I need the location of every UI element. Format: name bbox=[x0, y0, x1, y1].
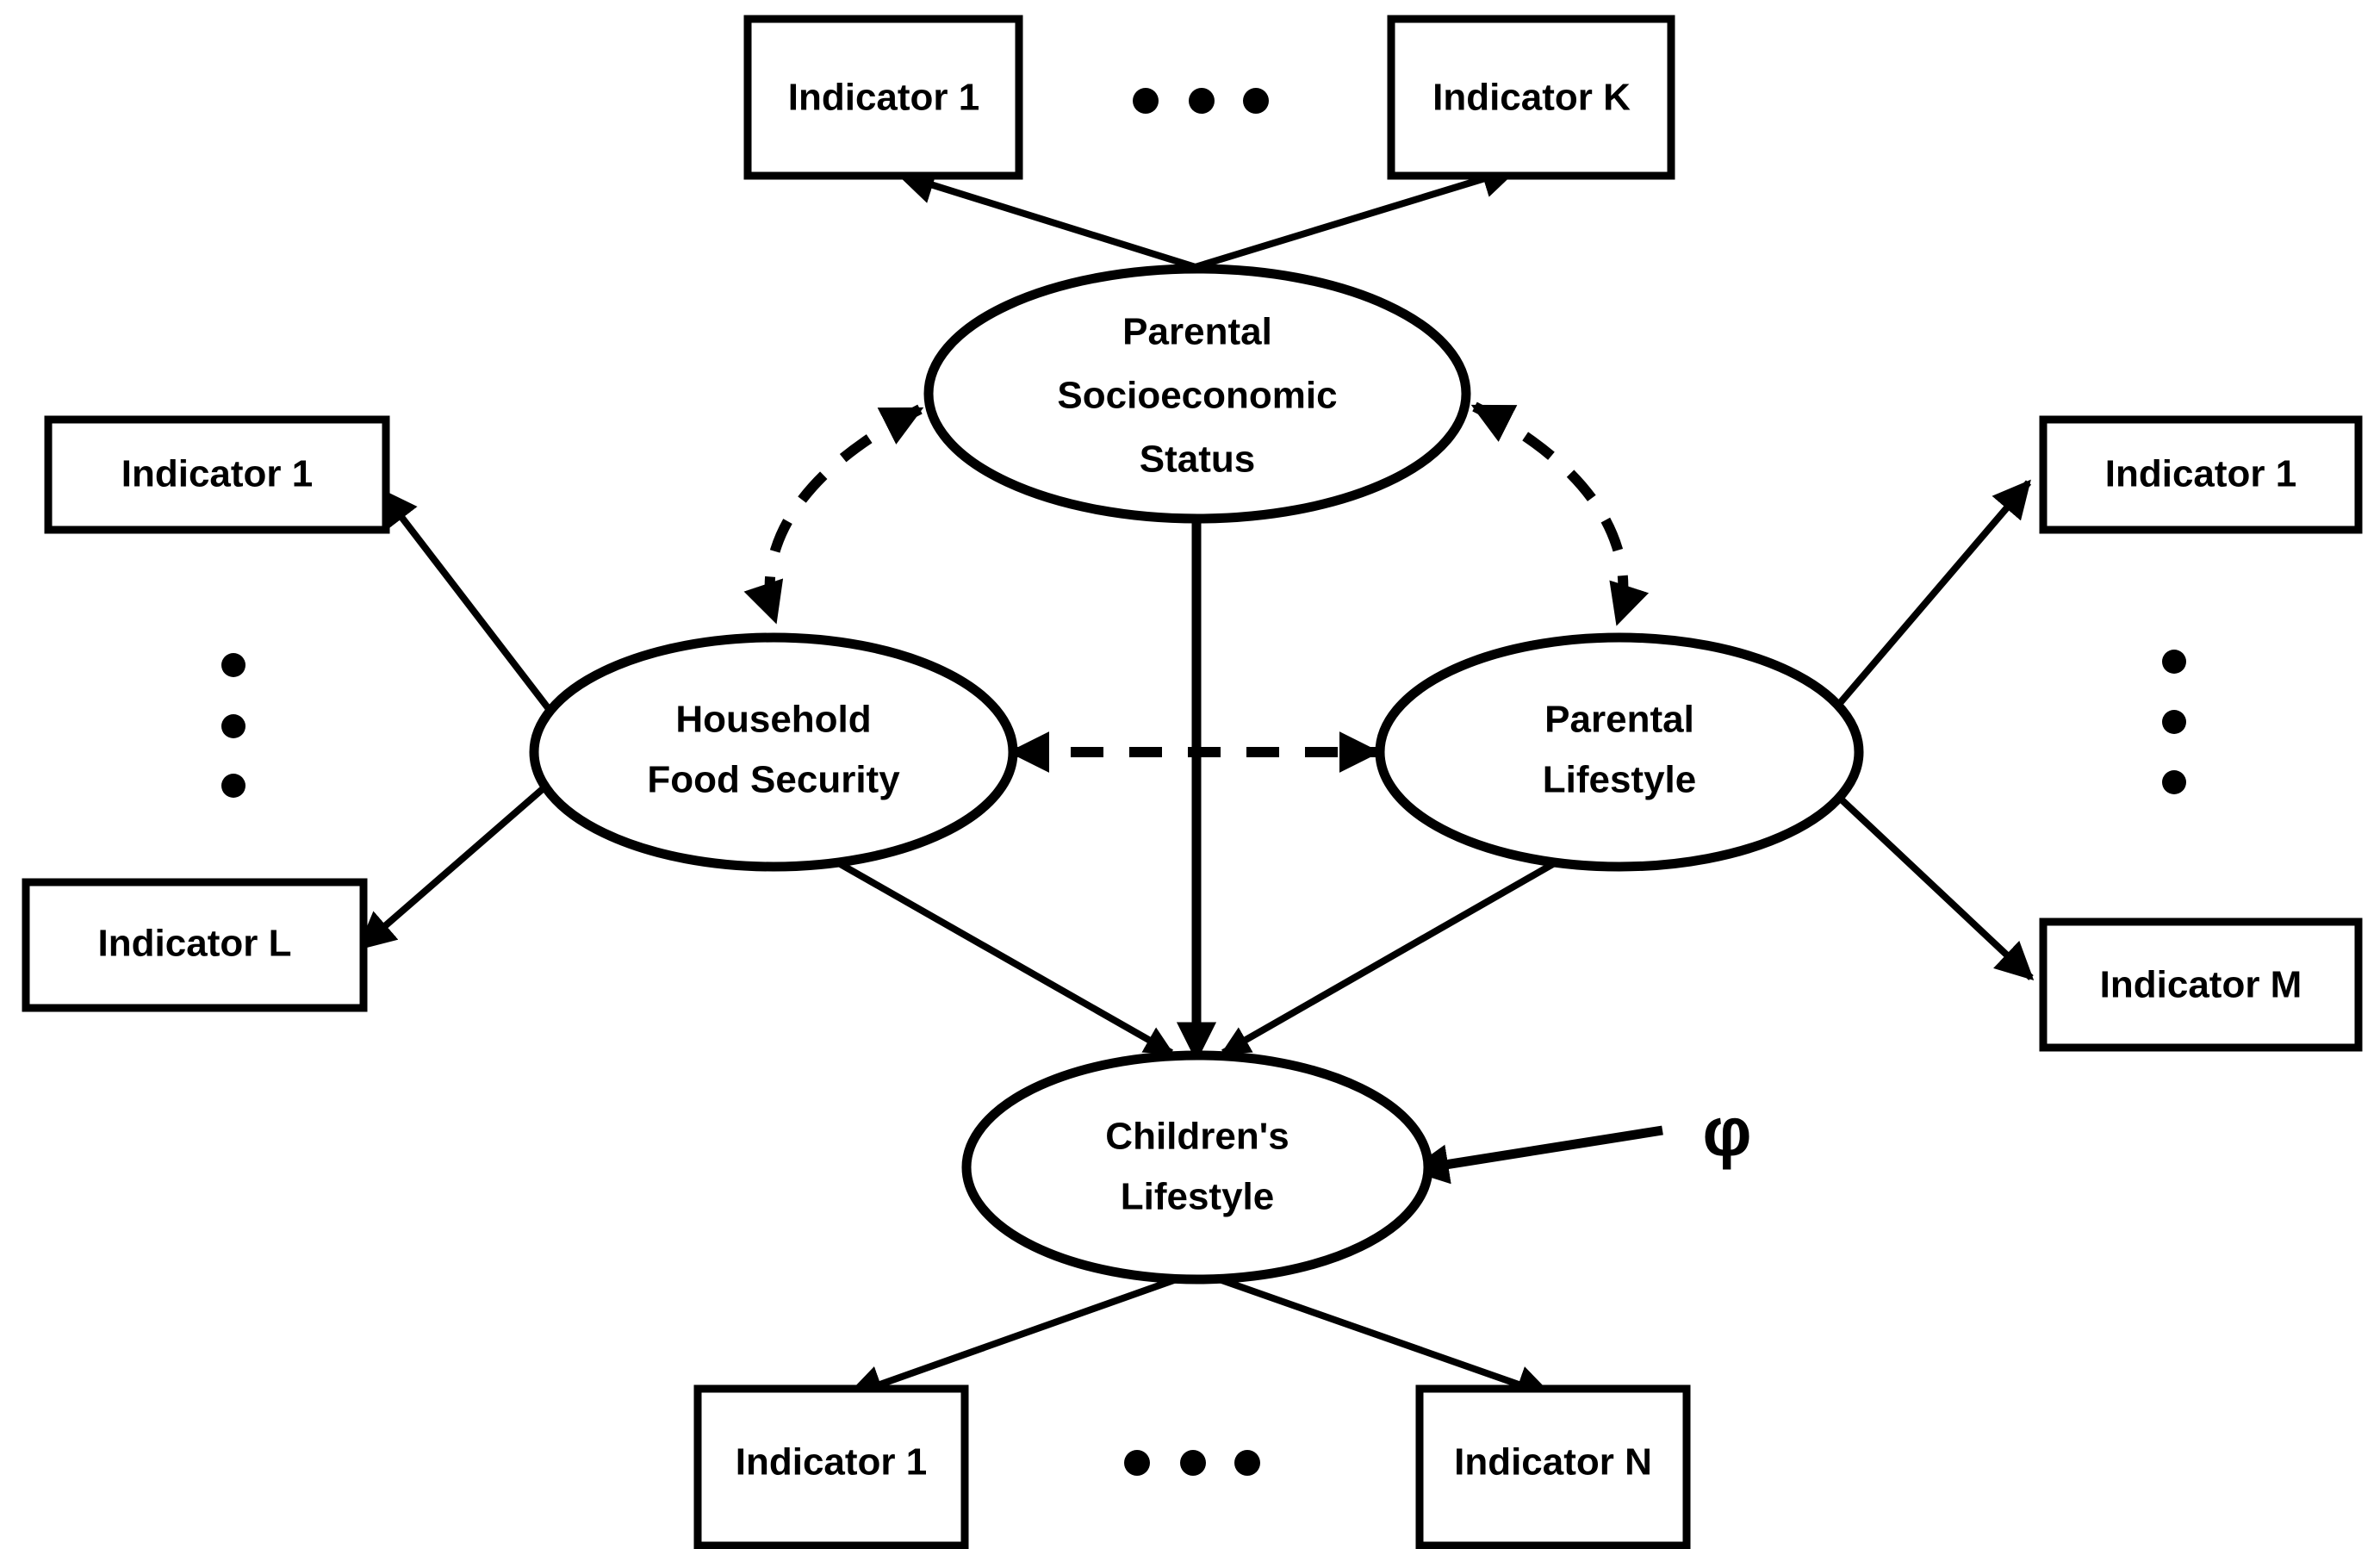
indicator-box-right-last[interactable]: Indicator M bbox=[2039, 918, 2363, 1052]
latent-childrens-lifestyle-line1: Children's bbox=[1105, 1116, 1289, 1158]
ellipsis-bottom bbox=[1124, 1450, 1260, 1476]
phi-disturbance-symbol: φ bbox=[1702, 1093, 1751, 1170]
latent-parental-lifestyle-line2: Lifestyle bbox=[1543, 759, 1697, 801]
latent-parental-ses-line2: Socioeconomic bbox=[1057, 375, 1337, 417]
ellipsis-left bbox=[221, 653, 245, 798]
indicator-box-bottom-first-label: Indicator 1 bbox=[736, 1441, 928, 1484]
indicator-box-top-first[interactable]: Indicator 1 bbox=[743, 15, 1023, 180]
ellipsis-top bbox=[1133, 88, 1269, 114]
latent-parental-lifestyle-line1: Parental bbox=[1544, 699, 1694, 741]
indicator-box-bottom-first[interactable]: Indicator 1 bbox=[693, 1384, 969, 1549]
indicator-box-right-first[interactable]: Indicator 1 bbox=[2039, 415, 2363, 534]
latent-household-food-security-line2: Food Security bbox=[647, 759, 900, 801]
indicator-box-top-last-label: Indicator K bbox=[1432, 77, 1631, 119]
latent-node-parental-lifestyle[interactable]: Parental Lifestyle bbox=[1375, 632, 1864, 872]
ellipsis-right bbox=[2162, 650, 2186, 794]
indicator-box-bottom-last[interactable]: Indicator N bbox=[1415, 1384, 1691, 1549]
latent-parental-ses-line3: Status bbox=[1140, 439, 1255, 481]
indicator-box-right-first-label: Indicator 1 bbox=[2105, 453, 2297, 495]
indicator-box-left-first-label: Indicator 1 bbox=[121, 453, 314, 495]
indicator-box-left-last-label: Indicator L bbox=[98, 923, 292, 965]
indicator-box-left-last[interactable]: Indicator L bbox=[22, 878, 368, 1012]
indicator-box-right-last-label: Indicator M bbox=[2100, 964, 2302, 1006]
edge-ses-pl-covariance bbox=[1470, 401, 1650, 626]
indicator-box-bottom-last-label: Indicator N bbox=[1454, 1441, 1652, 1484]
edge-phi-to-childrens-lifestyle bbox=[1408, 1125, 1663, 1185]
latent-node-parental-socioeconomic-status[interactable]: Parental Socioeconomic Status bbox=[923, 264, 1471, 524]
indicator-box-left-first[interactable]: Indicator 1 bbox=[44, 415, 390, 534]
indicator-box-top-last[interactable]: Indicator K bbox=[1387, 15, 1675, 180]
latent-childrens-lifestyle-line2: Lifestyle bbox=[1121, 1176, 1275, 1218]
latent-parental-ses-line1: Parental bbox=[1122, 311, 1272, 353]
latent-household-food-security-line1: Household bbox=[675, 699, 871, 741]
latent-node-household-food-security[interactable]: Household Food Security bbox=[529, 632, 1018, 872]
latent-node-childrens-lifestyle[interactable]: Children's Lifestyle bbox=[961, 1050, 1433, 1285]
edge-ses-hfs-covariance bbox=[743, 404, 924, 625]
indicator-box-top-first-label: Indicator 1 bbox=[788, 77, 980, 119]
